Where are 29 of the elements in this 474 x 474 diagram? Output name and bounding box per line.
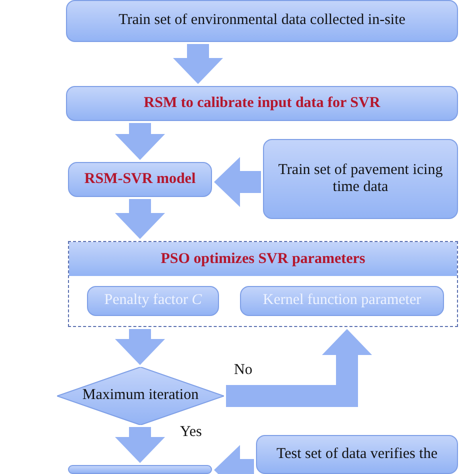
process-box	[68, 162, 212, 197]
box-text: Train set of environmental data collected in-site	[118, 12, 406, 30]
box-text: Kernel function parameter	[262, 292, 422, 310]
block-arrow	[115, 427, 165, 463]
process-box	[256, 435, 458, 474]
process-box	[87, 286, 219, 316]
decision-diamond	[57, 367, 224, 425]
edge-label: Yes	[180, 424, 202, 441]
group-heading: PSO optimizes SVR parameters	[160, 250, 366, 269]
box-text: Train set of pavement icing time data	[277, 162, 444, 196]
block-arrow	[115, 123, 165, 160]
process-box	[66, 0, 458, 42]
edge-label: No	[234, 362, 252, 379]
box-text: Maximum iteration	[82, 387, 199, 405]
box-text: RSM to calibrate input data for SVR	[144, 94, 380, 112]
process-box	[66, 86, 458, 121]
block-arrow	[115, 199, 165, 239]
process-box	[68, 465, 212, 474]
box-text: Penalty factor C	[104, 292, 202, 310]
process-box	[263, 139, 458, 219]
dashed-group-panel	[68, 241, 458, 327]
block-arrow	[115, 329, 165, 365]
process-box	[240, 286, 444, 316]
block-arrow	[173, 44, 223, 84]
block-arrow	[214, 157, 261, 207]
box-text: Test set of data verifies the	[276, 446, 438, 464]
box-text: RSM-SVR model	[84, 170, 196, 188]
block-arrow	[214, 445, 254, 474]
block-arrow	[226, 329, 372, 407]
